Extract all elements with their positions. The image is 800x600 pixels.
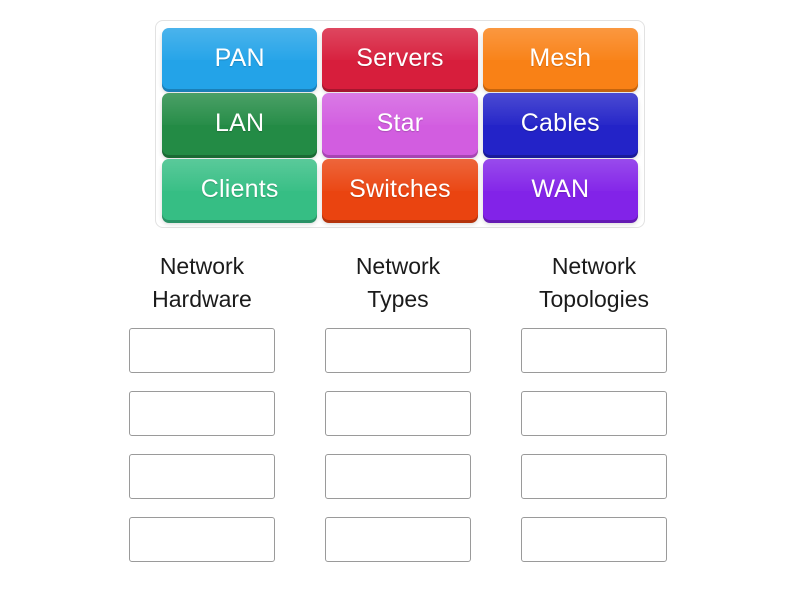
tile-label: Cables — [520, 109, 600, 138]
dropzone[interactable] — [521, 328, 667, 374]
draggable-tile[interactable]: LAN — [162, 93, 318, 155]
draggable-tile[interactable]: PAN — [162, 28, 318, 90]
dropzone[interactable] — [325, 517, 471, 563]
dropzone[interactable] — [325, 391, 471, 437]
dropzone[interactable] — [129, 517, 275, 563]
draggable-tile[interactable]: Servers — [322, 28, 478, 90]
category-title: Network Hardware — [152, 253, 252, 312]
dropzone[interactable] — [521, 454, 667, 500]
tile-label: Mesh — [529, 44, 592, 73]
draggable-tile[interactable]: Switches — [322, 158, 478, 220]
category-title: Network Topologies — [539, 253, 649, 312]
category-columns: Network Hardware Network Types Network Top… — [129, 250, 671, 563]
category-column: Network Hardware — [129, 250, 275, 563]
dropzone-stack — [521, 328, 667, 563]
category-column: Network Types — [325, 250, 471, 563]
dropzone-stack — [129, 328, 275, 563]
tile-label: PAN — [214, 44, 265, 73]
dropzone[interactable] — [129, 391, 275, 437]
category-title: Network Types — [355, 253, 441, 312]
tile-label: WAN — [531, 174, 590, 203]
dropzone[interactable] — [521, 517, 667, 563]
dropzone[interactable] — [521, 391, 667, 437]
dropzone[interactable] — [129, 454, 275, 500]
draggable-tile[interactable]: Clients — [162, 158, 318, 220]
dropzone[interactable] — [325, 454, 471, 500]
draggable-tile[interactable]: WAN — [482, 158, 638, 220]
draggable-tile[interactable]: Cables — [482, 93, 638, 155]
tile-label: Clients — [200, 174, 279, 203]
dropzone[interactable] — [129, 328, 275, 374]
tile-label: Star — [376, 109, 424, 138]
draggable-tile[interactable]: Star — [322, 93, 478, 155]
dropzone-stack — [325, 328, 471, 563]
category-column: Network Topologies — [521, 250, 667, 563]
tile-label: Servers — [356, 44, 444, 73]
tile-label: LAN — [215, 109, 265, 138]
dropzone[interactable] — [325, 328, 471, 374]
tile-label: Switches — [349, 174, 451, 203]
draggable-tile[interactable]: Mesh — [482, 28, 638, 90]
